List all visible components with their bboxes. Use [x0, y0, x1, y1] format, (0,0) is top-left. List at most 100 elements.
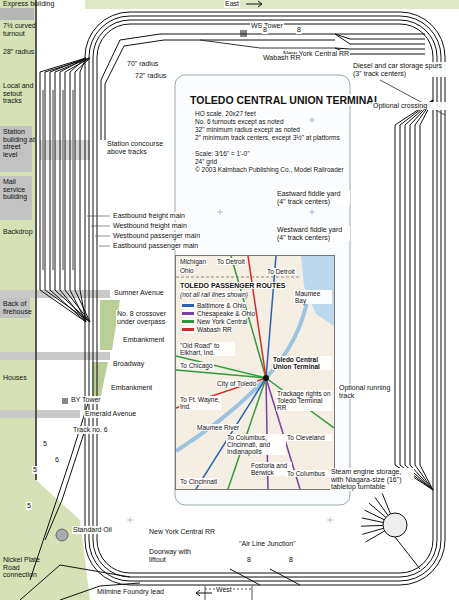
track: [95, 236, 110, 237]
plan-label: Mail service building: [2, 178, 36, 201]
terminal-dot: [263, 375, 269, 381]
track-count: 8: [296, 26, 302, 34]
map-label: Trackage rights on Toledo Terminal RR: [276, 390, 332, 411]
legend-text: Baltimore & Ohio: [197, 302, 246, 309]
legend-entry: Chesapeake & Ohio: [182, 310, 255, 317]
track: [80, 58, 86, 72]
track: [55, 72, 56, 290]
track: [410, 100, 433, 490]
map-label: To Columbus: [286, 470, 332, 477]
map-label: To Cincinnati: [179, 478, 218, 485]
embankment: [92, 362, 108, 400]
track: [65, 290, 90, 322]
plan-label: Eastward fiddle yard (4" track centers): [276, 190, 350, 205]
map-line: [266, 378, 334, 428]
track: [220, 209, 221, 215]
turntable: [383, 513, 407, 537]
plan-label: 28" radius: [2, 48, 38, 56]
tracks: [20, 12, 445, 600]
aisle: [175, 75, 350, 505]
plan-label: Eastbound passenger main: [112, 242, 199, 250]
plan-label: Embankment: [122, 336, 165, 344]
platform: [62, 90, 65, 270]
track: [45, 58, 90, 72]
plan-label: Diesel and car storage spurs (3" track c…: [352, 62, 446, 77]
track: [230, 569, 260, 585]
track: [330, 517, 331, 523]
track-count: 8: [262, 26, 268, 34]
track: [382, 493, 390, 513]
plan-label: Steam engine storage, with Niagara-size …: [330, 468, 414, 491]
map-label: To Columbus, Cincinnati, and Indianapoli…: [226, 434, 286, 455]
plan-label: Local and setout tracks: [2, 82, 38, 105]
plan-label: Doorway with liftout: [148, 548, 202, 563]
track-count: 6: [54, 456, 60, 464]
main-track: [89, 16, 441, 581]
plan-label: Express building: [2, 0, 55, 8]
plan-label: East: [224, 0, 240, 8]
plan-label: Optional crossing: [372, 102, 454, 110]
platform: [42, 90, 45, 270]
plan-label: Embankment: [110, 384, 153, 392]
plan-label: New York Central RR: [148, 528, 216, 536]
plan-label: 72" radius: [134, 72, 167, 80]
track: [270, 569, 300, 585]
map-label: Ohio: [179, 267, 195, 274]
track: [70, 290, 86, 322]
plan-label: "Air Line Junction": [238, 540, 297, 548]
building: [0, 8, 34, 20]
plan-label: No. 6 turnouts except as noted: [194, 118, 285, 125]
track: [60, 72, 61, 290]
west-arrow: [196, 590, 212, 596]
backdrop: [35, 0, 37, 480]
map-label: Maumee River: [196, 424, 240, 431]
track: [91, 226, 110, 227]
plan-label: Houses: [2, 374, 28, 382]
track: [55, 58, 90, 72]
map-line: [176, 356, 266, 378]
plan-label: 24" grid: [194, 158, 218, 165]
main-track: [85, 12, 445, 585]
track: [70, 58, 86, 72]
track: [200, 40, 335, 48]
track: [364, 510, 384, 520]
plan-label: 7½ curved turnout: [2, 22, 38, 37]
plan-label: Westbound passenger main: [112, 232, 201, 240]
track: [395, 537, 420, 569]
track: [65, 72, 66, 290]
plan-label: Station concourse above tracks: [106, 140, 170, 155]
track: [75, 290, 90, 322]
plan-label: Track no. 6: [72, 426, 109, 434]
track-count: 8: [246, 556, 252, 564]
map-line: [176, 296, 308, 451]
track: [362, 518, 384, 523]
track: [70, 72, 71, 290]
track-count: 5: [32, 466, 38, 474]
legend-swatch: [182, 312, 194, 315]
inset-map: TOLEDO PASSENGER ROUTES(not all rail lin…: [175, 255, 335, 490]
map-label: To Chicago: [179, 362, 214, 369]
map-label: To Cleveland: [286, 434, 332, 441]
legend-swatch: [182, 320, 194, 323]
road: [0, 410, 80, 418]
tower: [62, 398, 68, 404]
legend-text: Wabash RR: [197, 326, 232, 333]
track: [75, 58, 90, 72]
plan-label: Optional running track: [338, 384, 392, 399]
plan-label: Sumner Avenue: [113, 289, 165, 297]
legend-entry: Wabash RR: [182, 326, 232, 333]
track: [375, 497, 388, 515]
plan-label: 70" radius: [126, 60, 159, 68]
plan-label: Standard Oil: [72, 526, 113, 534]
track: [99, 246, 110, 247]
map-label: Toledo Central Union Terminal: [272, 356, 332, 370]
track: [55, 290, 90, 322]
map-line: [176, 277, 301, 278]
track: [395, 100, 433, 490]
map-line: [231, 256, 266, 378]
plan-label: Emerald Avenue: [84, 410, 137, 418]
plan-label: Nickel Plate Road connection: [2, 556, 46, 579]
track: [361, 525, 383, 527]
map-label: "Old Road" to Elkhart, Ind.: [179, 342, 235, 356]
